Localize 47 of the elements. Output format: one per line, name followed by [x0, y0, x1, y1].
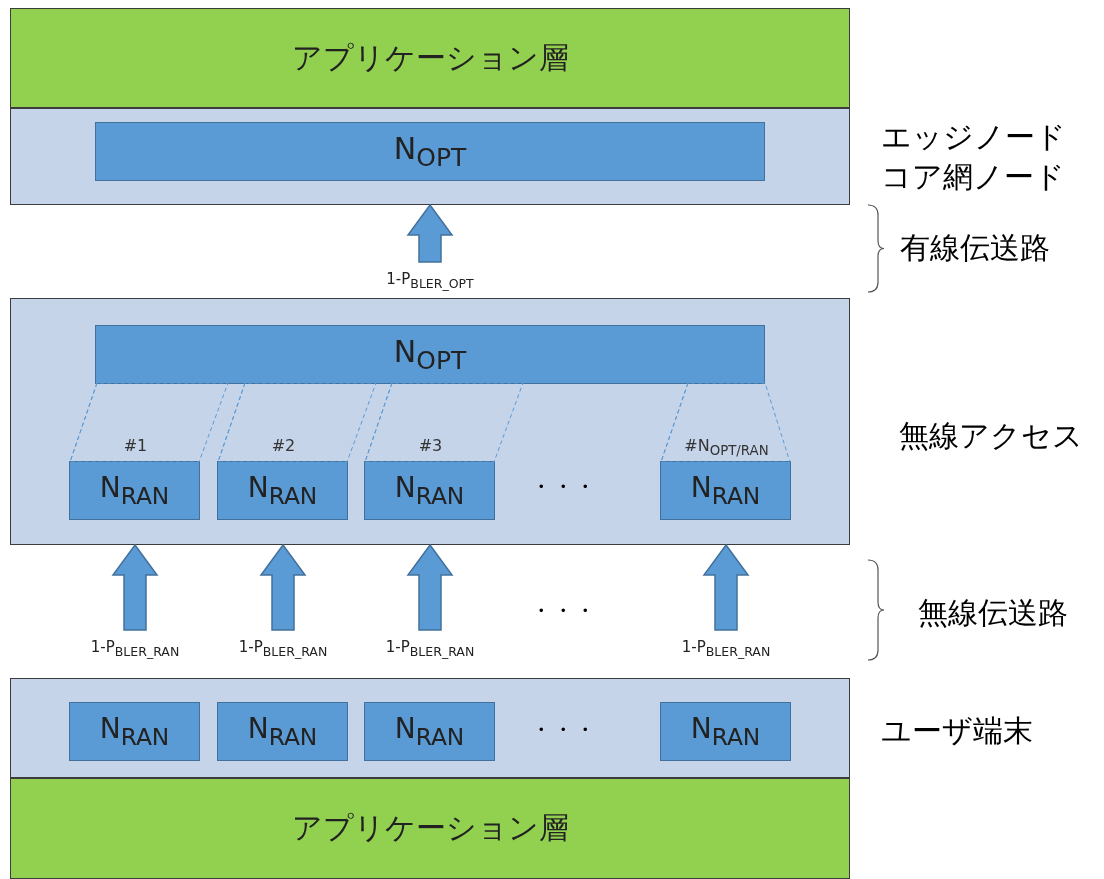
edge-label: 1-P$_{BLER_OPT}$ — [385, 270, 475, 291]
layer-label: コア網ノード — [881, 158, 1065, 196]
layer-label: ユーザ端末 — [881, 712, 1033, 750]
layer-band — [10, 778, 850, 879]
ellipsis: ・・・ — [530, 473, 596, 501]
dashed-line — [217, 382, 377, 463]
node-box — [69, 702, 200, 761]
node-label: N$_{RAN}$ — [99, 471, 170, 510]
ellipsis: ・・・ — [530, 716, 596, 744]
node-label: N$_{RAN}$ — [690, 712, 761, 751]
link-label: 有線伝送路 — [900, 229, 1050, 267]
node-label: N$_{RAN}$ — [247, 471, 318, 510]
block-arrow — [111, 543, 159, 631]
layer-label: 無線アクセス — [899, 417, 1083, 455]
node-number: #1 — [122, 436, 149, 455]
edge-label: 1-P$_{BLER_RAN}$ — [89, 638, 181, 659]
edge-label: 1-P$_{BLER_RAN}$ — [384, 638, 476, 659]
layer-title: アプリケーション層 — [291, 38, 569, 77]
node-box — [217, 702, 348, 761]
dashed-line — [69, 382, 229, 463]
block-arrow — [406, 203, 454, 263]
node-box — [660, 702, 791, 761]
block-arrow — [259, 543, 307, 631]
node-label: N$_{RAN}$ — [99, 712, 170, 751]
ellipsis: ・・・ — [530, 597, 596, 625]
node-box — [95, 325, 765, 384]
layer-label: エッジノード — [881, 118, 1066, 156]
edge-label: 1-P$_{BLER_RAN}$ — [237, 638, 329, 659]
node-label: N$_{RAN}$ — [394, 471, 465, 510]
block-arrow — [702, 543, 750, 631]
layer-title: アプリケーション層 — [291, 809, 569, 847]
node-number: #2 — [270, 436, 297, 455]
node-label: N$_{RAN}$ — [690, 471, 761, 510]
node-number: #3 — [417, 436, 444, 455]
node-box — [364, 702, 495, 761]
node-box — [95, 122, 765, 181]
node-label: N$_{RAN}$ — [394, 712, 465, 751]
layer-band — [10, 8, 850, 108]
node-label: N$_{OPT}$ — [393, 131, 467, 172]
block-arrow — [406, 543, 454, 631]
node-number: #N$_{OPT/RAN}$ — [683, 436, 770, 459]
dashed-line — [364, 382, 524, 463]
node-label: N$_{OPT}$ — [393, 334, 467, 375]
link-label: 無線伝送路 — [918, 594, 1068, 632]
edge-label: 1-P$_{BLER_RAN}$ — [680, 638, 772, 659]
node-label: N$_{RAN}$ — [247, 712, 318, 751]
dashed-line — [660, 382, 791, 463]
